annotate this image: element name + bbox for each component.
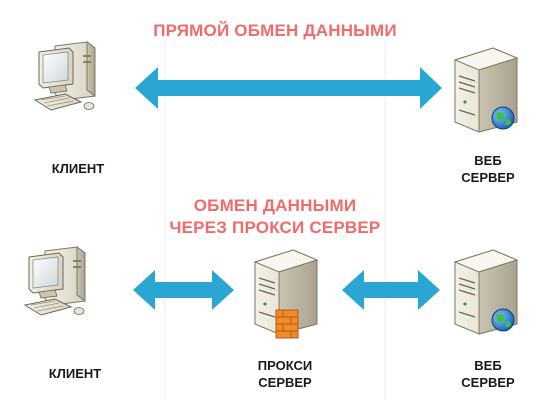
label-client-bottom: КЛИЕНТ (48, 366, 102, 381)
label-proxy-server: ПРОКСИ СЕРВЕР (245, 357, 325, 391)
label-web-server-bottom-line1: ВЕБ (474, 358, 502, 373)
firewall-icon (275, 309, 299, 339)
client-computer-icon (34, 41, 96, 111)
globe-icon (491, 308, 515, 332)
label-proxy-server-line1: ПРОКСИ (257, 358, 313, 373)
heading-direct-exchange: ПРЯМОЙ ОБМЕН ДАННЫМИ (153, 21, 397, 40)
globe-icon (491, 106, 515, 130)
bidirectional-arrow-top (135, 67, 442, 109)
label-web-server-bottom: ВЕБ СЕРВЕР (448, 357, 528, 391)
label-web-server-top-line1: ВЕБ (474, 153, 502, 168)
label-proxy-server-line2: СЕРВЕР (258, 375, 312, 390)
bidirectional-arrow-right (342, 270, 440, 310)
label-web-server-top: ВЕБ СЕРВЕР (448, 152, 528, 186)
label-client-top: КЛИЕНТ (51, 161, 105, 176)
web-server-icon (454, 47, 518, 133)
label-web-server-bottom-line2: СЕРВЕР (461, 375, 515, 390)
heading-proxy-exchange-line1: ОБМЕН ДАННЫМИ (193, 196, 357, 215)
bidirectional-arrow-left (133, 270, 234, 310)
client-computer-icon (24, 246, 86, 316)
web-server-icon (454, 249, 518, 335)
proxy-server-icon (254, 249, 318, 339)
heading-proxy-exchange-line2: ЧЕРЕЗ ПРОКСИ СЕРВЕР (169, 218, 381, 237)
label-web-server-top-line2: СЕРВЕР (461, 170, 515, 185)
